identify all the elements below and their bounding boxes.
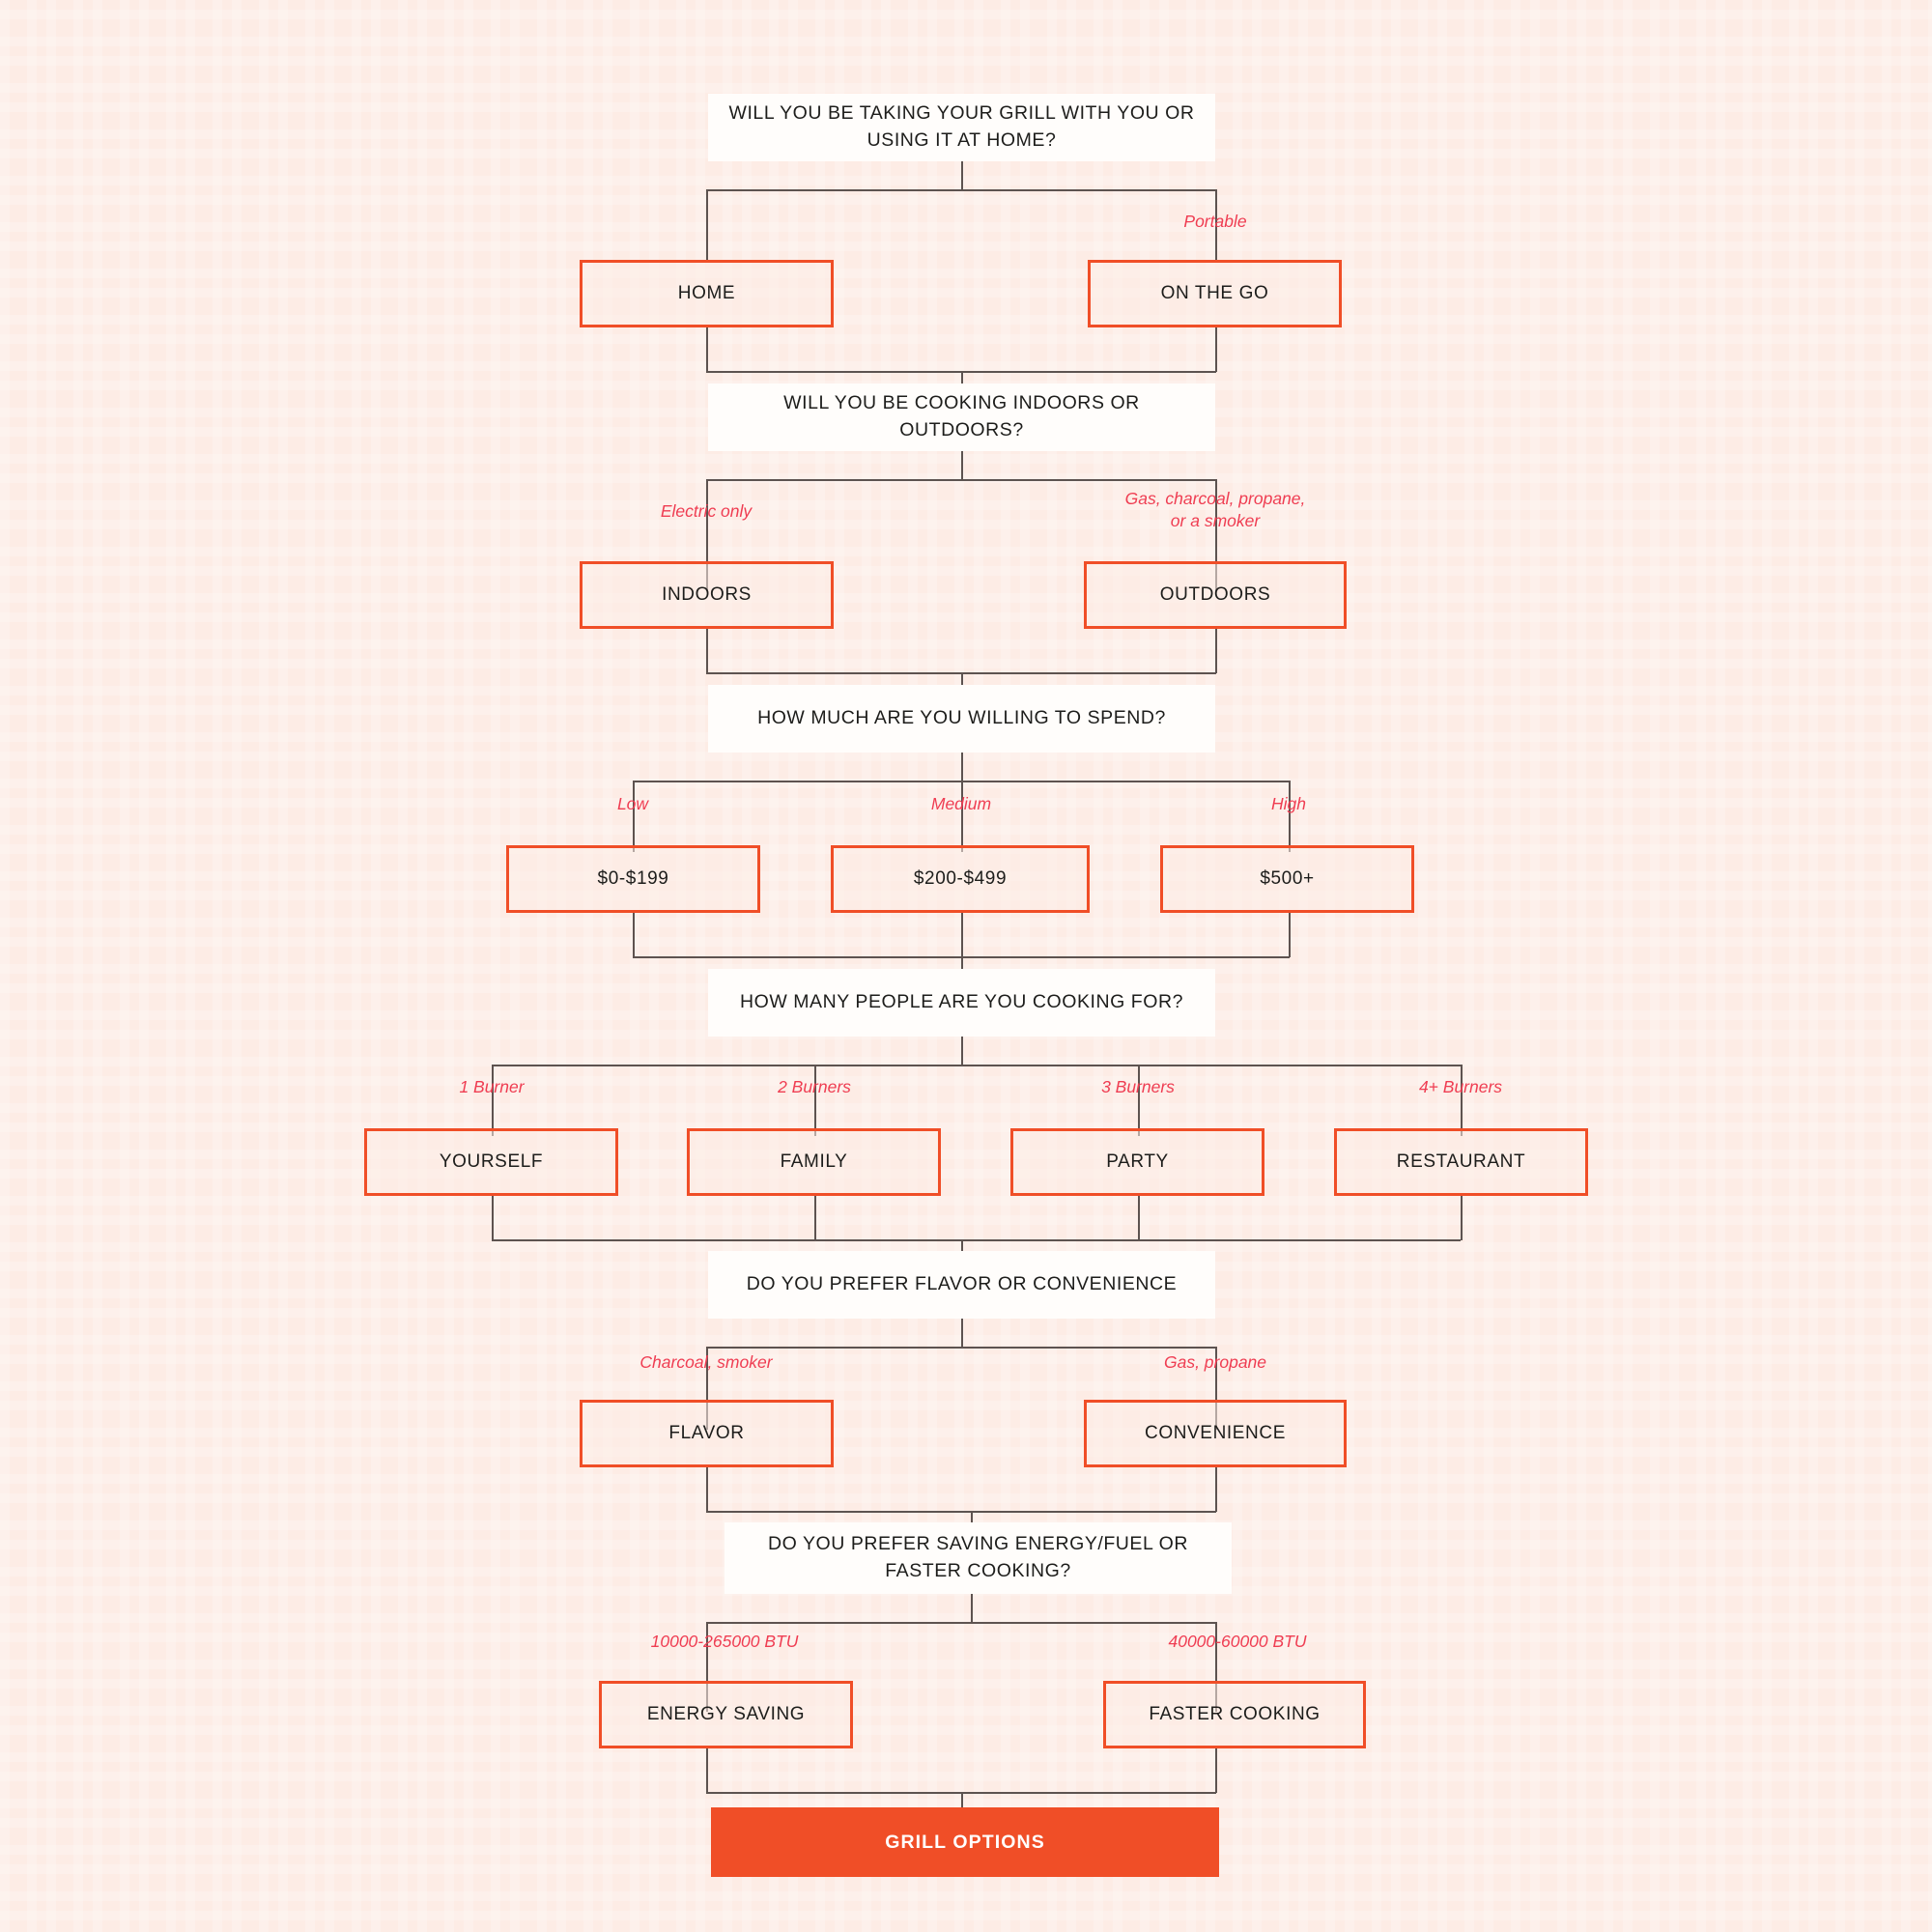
connector-q3-to-medium	[961, 781, 963, 852]
option-restaurant[interactable]: RESTAURANT	[1334, 1128, 1588, 1196]
edge-label-3-burners: 3 Burners	[1101, 1077, 1175, 1096]
question-box-spend: HOW MUCH ARE YOU WILLING TO SPEND?	[708, 685, 1215, 753]
connector-q3-to-low	[633, 781, 635, 852]
connector-q4-to-restaurant	[1461, 1065, 1463, 1136]
connector-q3-to-high	[1289, 781, 1291, 852]
connector-outdoors-down	[1215, 629, 1217, 673]
connector-merge-to-q5	[961, 1239, 963, 1253]
option-yourself[interactable]: YOURSELF	[364, 1128, 618, 1196]
option-price-high[interactable]: $500+	[1160, 845, 1414, 913]
connector-q2-bus	[706, 479, 1216, 481]
edge-label-gas-propane: Gas, propane	[1163, 1352, 1267, 1372]
connector-q6-to-energy	[706, 1622, 708, 1712]
connector-q2-to-outdoors	[1215, 479, 1217, 591]
option-faster-cooking[interactable]: FASTER COOKING	[1103, 1681, 1366, 1748]
connector-merge-to-q3	[961, 672, 963, 686]
option-on-the-go[interactable]: ON THE GO	[1088, 260, 1342, 327]
question-box-people-count: HOW MANY PEOPLE ARE YOU COOKING FOR?	[708, 969, 1215, 1037]
option-price-medium[interactable]: $200-$499	[831, 845, 1090, 913]
edge-label-gas-charcoal-propane: Gas, charcoal, propane, or a smoker	[1124, 489, 1306, 530]
connector-q1-trunk	[961, 161, 963, 190]
connector-energy-down	[706, 1748, 708, 1793]
option-energy-saving[interactable]: ENERGY SAVING	[599, 1681, 853, 1748]
connector-level4-merge	[492, 1239, 1461, 1241]
connector-q4-trunk	[961, 1037, 963, 1065]
question-box-flavor-convenience: DO YOU PREFER FLAVOR OR CONVENIENCE	[708, 1251, 1215, 1319]
connector-q4-to-yourself	[492, 1065, 494, 1136]
connector-onthego-down	[1215, 327, 1217, 372]
edge-label-4plus-burners: 4+ Burners	[1418, 1077, 1503, 1096]
connector-q4-bus	[492, 1065, 1461, 1066]
connector-low-down	[633, 913, 635, 957]
option-party[interactable]: PARTY	[1010, 1128, 1264, 1196]
connector-q5-bus	[706, 1347, 1216, 1349]
edge-label-2-burners: 2 Burners	[778, 1077, 851, 1096]
edge-label-btu-faster-cooking: 40000-60000 BTU	[1168, 1632, 1307, 1651]
edge-label-charcoal-smoker: Charcoal, smoker	[639, 1352, 773, 1372]
terminal-grill-options[interactable]: GRILL OPTIONS	[711, 1807, 1219, 1877]
connector-family-down	[814, 1196, 816, 1240]
question-box-energy-or-speed: DO YOU PREFER SAVING ENERGY/FUEL OR FAST…	[724, 1522, 1232, 1594]
connector-q4-to-party	[1138, 1065, 1140, 1136]
connector-q5-to-convenience	[1215, 1347, 1217, 1430]
connector-q2-to-indoors	[706, 479, 708, 591]
option-family[interactable]: FAMILY	[687, 1128, 941, 1196]
connector-q6-bus	[706, 1622, 1216, 1624]
option-price-low[interactable]: $0-$199	[506, 845, 760, 913]
connector-q2-trunk	[961, 451, 963, 480]
question-box-grill-location: WILL YOU BE TAKING YOUR GRILL WITH YOU O…	[708, 94, 1215, 161]
edge-label-medium: Medium	[930, 794, 992, 813]
option-home[interactable]: HOME	[580, 260, 834, 327]
edge-label-high: High	[1271, 794, 1306, 813]
option-indoors[interactable]: INDOORS	[580, 561, 834, 629]
option-outdoors[interactable]: OUTDOORS	[1084, 561, 1347, 629]
connector-merge-to-q4	[961, 956, 963, 970]
connector-home-down	[706, 327, 708, 372]
option-flavor[interactable]: FLAVOR	[580, 1400, 834, 1467]
connector-party-down	[1138, 1196, 1140, 1240]
connector-q1-bus	[706, 189, 1216, 191]
connector-merge-to-q2	[961, 371, 963, 384]
connector-q4-to-family	[814, 1065, 816, 1136]
connector-q6-to-faster	[1215, 1622, 1217, 1712]
connector-yourself-down	[492, 1196, 494, 1240]
edge-label-btu-energy-saving: 10000-265000 BTU	[650, 1632, 799, 1651]
connector-indoors-down	[706, 629, 708, 673]
connector-high-down	[1289, 913, 1291, 957]
connector-medium-down	[961, 913, 963, 957]
edge-label-1-burner: 1 Burner	[459, 1077, 525, 1096]
connector-flavor-down	[706, 1467, 708, 1512]
connector-faster-down	[1215, 1748, 1217, 1793]
option-convenience[interactable]: CONVENIENCE	[1084, 1400, 1347, 1467]
edge-label-electric-only: Electric only	[660, 501, 753, 521]
connector-q5-to-flavor	[706, 1347, 708, 1430]
edge-label-low: Low	[616, 794, 649, 813]
connector-q1-to-onthego	[1215, 189, 1217, 261]
connector-restaurant-down	[1461, 1196, 1463, 1240]
connector-q6-trunk	[971, 1594, 973, 1623]
edge-label-portable: Portable	[1183, 212, 1247, 231]
connector-q1-to-home	[706, 189, 708, 261]
connector-level5-merge	[706, 1511, 1216, 1513]
connector-q5-trunk	[961, 1319, 963, 1348]
connector-merge-to-q6	[971, 1511, 973, 1524]
connector-q3-trunk	[961, 753, 963, 781]
connector-convenience-down	[1215, 1467, 1217, 1512]
question-box-indoors-outdoors: WILL YOU BE COOKING INDOORS OR OUTDOORS?	[708, 384, 1215, 451]
